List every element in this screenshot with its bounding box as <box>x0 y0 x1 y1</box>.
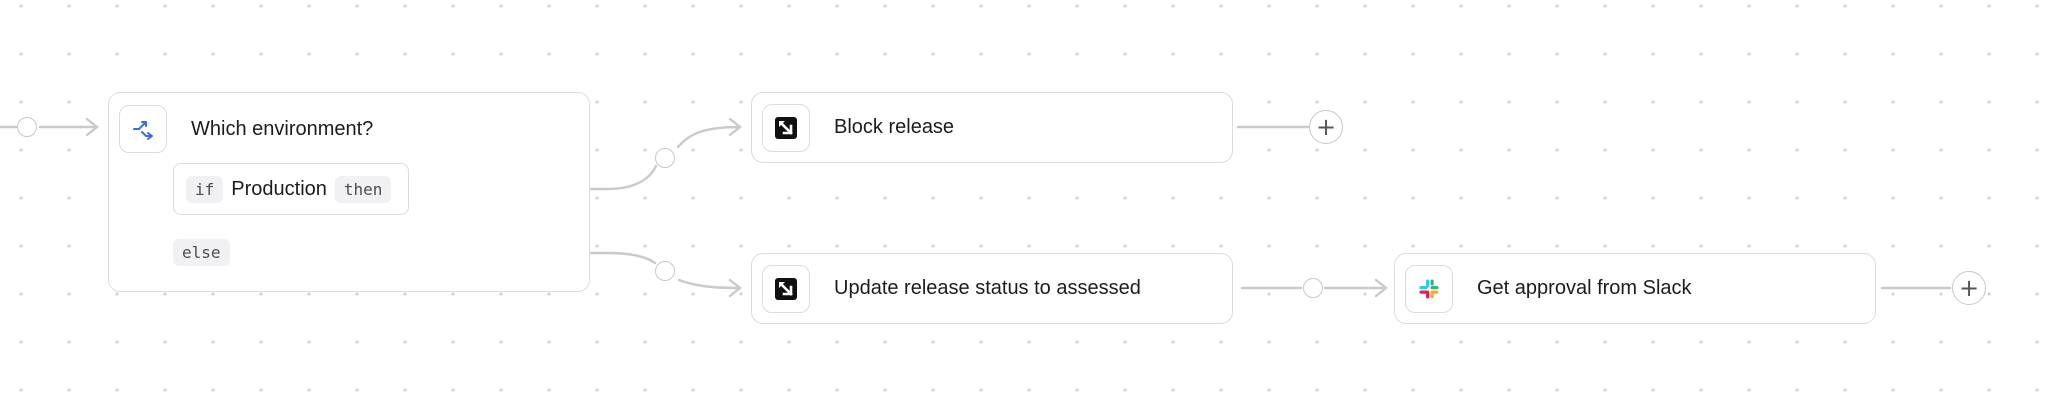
add-step-button[interactable]: + <box>1309 110 1343 144</box>
else-wire <box>236 251 657 265</box>
branch-title: Which environment? <box>191 117 374 140</box>
step-label: Block release <box>834 116 955 138</box>
step-label: Get approval from Slack <box>1477 277 1692 299</box>
then-chip: then <box>334 175 392 203</box>
production-wire <box>413 164 658 191</box>
slack-icon <box>1405 264 1453 313</box>
branch-card[interactable]: Which environment? if Production then el… <box>108 92 590 292</box>
condition-production[interactable]: if Production then <box>173 163 409 215</box>
step-label: Update release status to assessed <box>834 277 1141 299</box>
condition-value: Production <box>231 177 327 200</box>
branch-header: Which environment? <box>119 105 373 153</box>
if-chip: if <box>186 175 224 203</box>
step-block-release[interactable]: Block release <box>751 92 1233 163</box>
else-connector[interactable] <box>655 261 675 281</box>
else-chip[interactable]: else <box>173 239 230 266</box>
update-slack-arrow-line <box>1323 278 1388 298</box>
entry-connector[interactable] <box>17 117 37 137</box>
step-slack-approval[interactable]: Get approval from Slack <box>1394 253 1876 324</box>
step-update-release-status[interactable]: Update release status to assessed <box>751 253 1233 324</box>
add-step-button[interactable]: + <box>1952 271 1986 305</box>
branch-icon <box>119 105 167 153</box>
production-arrow-line <box>676 117 742 149</box>
update-slack-connector[interactable] <box>1303 278 1323 298</box>
else-arrow-line <box>677 278 742 298</box>
production-connector[interactable] <box>655 148 675 168</box>
incident-logo-icon <box>762 103 810 152</box>
incident-logo-icon <box>762 264 810 313</box>
entry-arrow-line <box>38 117 99 137</box>
